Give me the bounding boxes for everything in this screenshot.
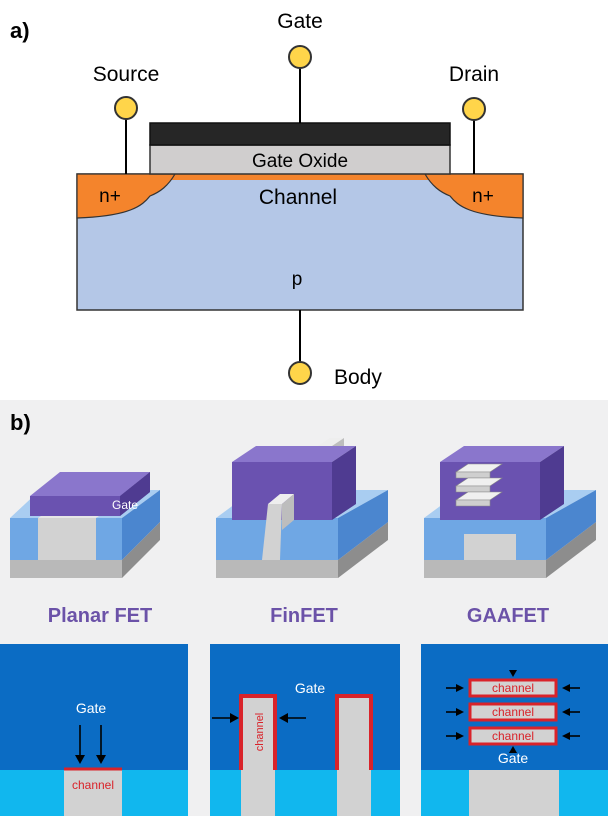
finfet-channel-label: channel bbox=[254, 713, 266, 752]
planar-gate-label: Gate bbox=[112, 498, 138, 512]
gaafet-title: GAAFET bbox=[467, 605, 549, 627]
gate-metal bbox=[149, 122, 451, 146]
gaafet-channel-3-label: channel bbox=[492, 729, 534, 743]
gaafet-3d-illustration bbox=[424, 446, 596, 578]
n-plus-source-region bbox=[76, 173, 177, 219]
channel-label: Channel bbox=[259, 186, 337, 209]
gaafet-channel-1-label: channel bbox=[492, 681, 534, 695]
gate-contact-icon bbox=[288, 45, 312, 69]
n-plus-drain-label: n+ bbox=[472, 186, 494, 207]
body-terminal-label: Body bbox=[334, 366, 382, 389]
source-terminal-label: Source bbox=[93, 63, 160, 86]
gaafet-xsec-gate-label: Gate bbox=[498, 750, 529, 766]
mosfet-cross-section-panel: a) Gate Source Drain Body Gate Oxide Cha… bbox=[0, 0, 608, 400]
finfet-3d-illustration bbox=[216, 438, 388, 578]
n-plus-source-label: n+ bbox=[99, 186, 121, 207]
gaafet-channel-2-label: channel bbox=[492, 705, 534, 719]
p-substrate bbox=[76, 173, 524, 311]
planar-channel-label: channel bbox=[72, 778, 114, 792]
gate-oxide-label: Gate Oxide bbox=[252, 151, 348, 172]
panel-a-label: a) bbox=[10, 18, 30, 43]
finfet-title: FinFET bbox=[270, 605, 338, 627]
planar-cross-section: channel Gate bbox=[0, 644, 188, 816]
mosfet-diagram: a) Gate Source Drain Body Gate Oxide Cha… bbox=[10, 10, 524, 389]
drain-terminal-label: Drain bbox=[449, 63, 499, 86]
planar-fet-title: Planar FET bbox=[48, 605, 152, 627]
transistor-architectures-panel: b) Gate bbox=[0, 400, 608, 816]
finfet-xsec-gate-label: Gate bbox=[295, 680, 326, 696]
finfet-cross-section: Gate channel bbox=[210, 644, 400, 816]
architectures-diagram: b) Gate bbox=[0, 410, 608, 816]
gaafet-cross-section: channel channel channel Gate bbox=[421, 644, 608, 816]
n-plus-drain-region bbox=[423, 173, 524, 219]
source-contact-icon bbox=[114, 96, 138, 120]
planar-xsec-gate-label: Gate bbox=[76, 700, 107, 716]
panel-b-label: b) bbox=[10, 410, 31, 435]
channel-strip bbox=[150, 174, 450, 180]
p-substrate-label: p bbox=[292, 269, 303, 290]
body-contact-icon bbox=[288, 361, 312, 385]
gate-terminal-label: Gate bbox=[277, 10, 323, 33]
planar-fet-3d-illustration: Gate bbox=[10, 472, 160, 578]
drain-contact-icon bbox=[462, 97, 486, 121]
